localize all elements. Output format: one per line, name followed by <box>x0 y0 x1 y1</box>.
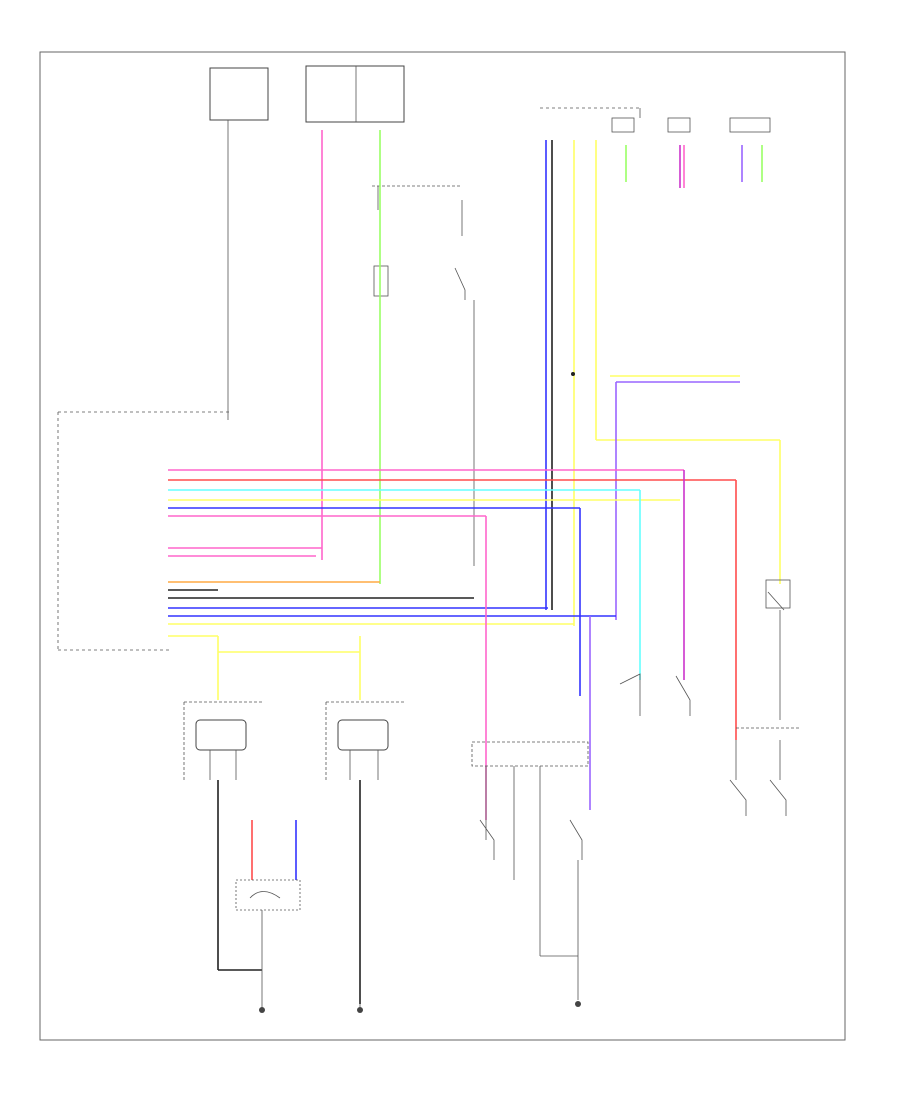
fuse-block-center <box>305 65 405 123</box>
actuator-right <box>325 701 404 782</box>
door-switch-left-front <box>619 673 641 716</box>
door-lock-switch-left <box>235 879 301 970</box>
door-switch-rear-right <box>769 740 787 816</box>
fuse-block-left <box>209 67 269 420</box>
harness-bundle <box>168 469 736 637</box>
ground-mid <box>357 1004 363 1013</box>
key-switch-module <box>471 741 589 1007</box>
splice-yellow <box>571 372 575 376</box>
center-switch-module <box>372 185 475 566</box>
ground-left <box>259 970 265 1013</box>
top-right-connectors <box>611 117 771 133</box>
connector-top-right <box>540 107 641 118</box>
body-control-module <box>57 411 230 651</box>
door-switch-rear-left <box>729 740 747 816</box>
door-switch-rear <box>736 579 800 729</box>
top-right-wires <box>625 145 763 188</box>
actuator-left <box>183 701 264 782</box>
diagram-frame <box>39 51 846 1041</box>
door-switch-right-front <box>675 675 691 716</box>
